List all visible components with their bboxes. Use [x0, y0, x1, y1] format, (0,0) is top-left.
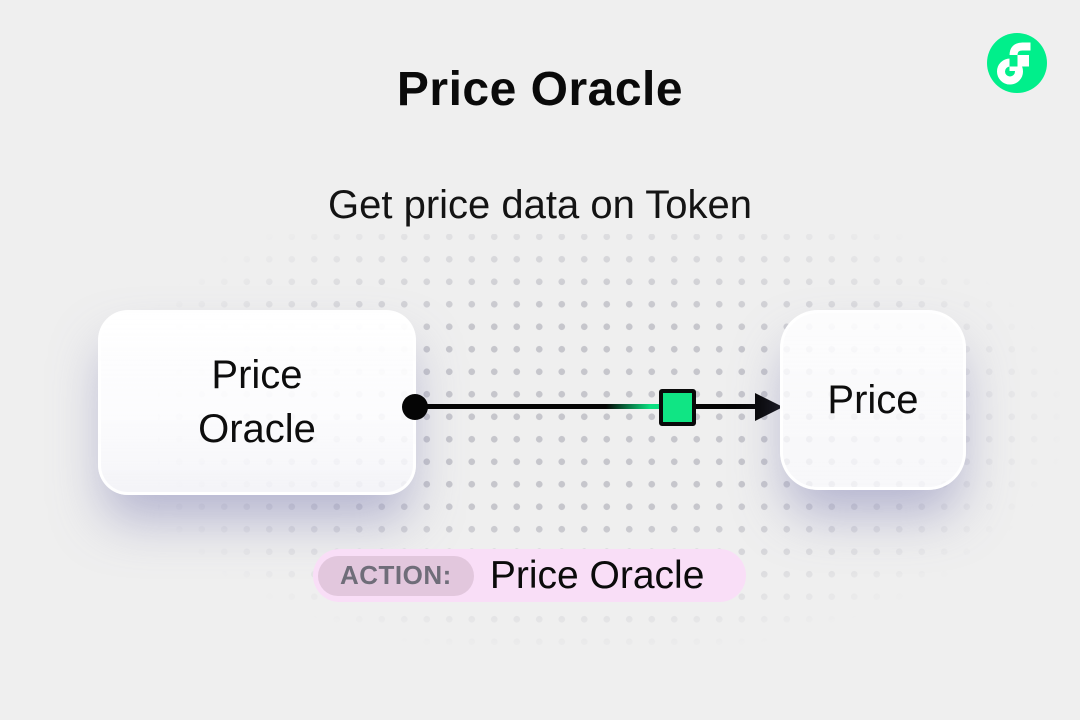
action-badge: ACTION: Price Oracle — [313, 549, 746, 602]
connector-arrowhead-icon — [755, 393, 783, 421]
diagram-node-price-oracle: Price Oracle — [98, 310, 416, 495]
node-price-oracle-label: Price Oracle — [198, 353, 316, 451]
action-badge-value: Price Oracle — [489, 553, 705, 597]
flow-logo-icon — [987, 33, 1047, 93]
connector-green-square-marker — [659, 389, 696, 426]
diagram-node-price: Price — [780, 310, 966, 490]
page-subtitle: Get price data on Token — [328, 183, 752, 227]
connector-line — [415, 404, 756, 409]
action-tag-pill: ACTION: — [318, 555, 474, 596]
node-price-label: Price — [827, 377, 919, 422]
page-title: Price Oracle — [396, 63, 684, 116]
